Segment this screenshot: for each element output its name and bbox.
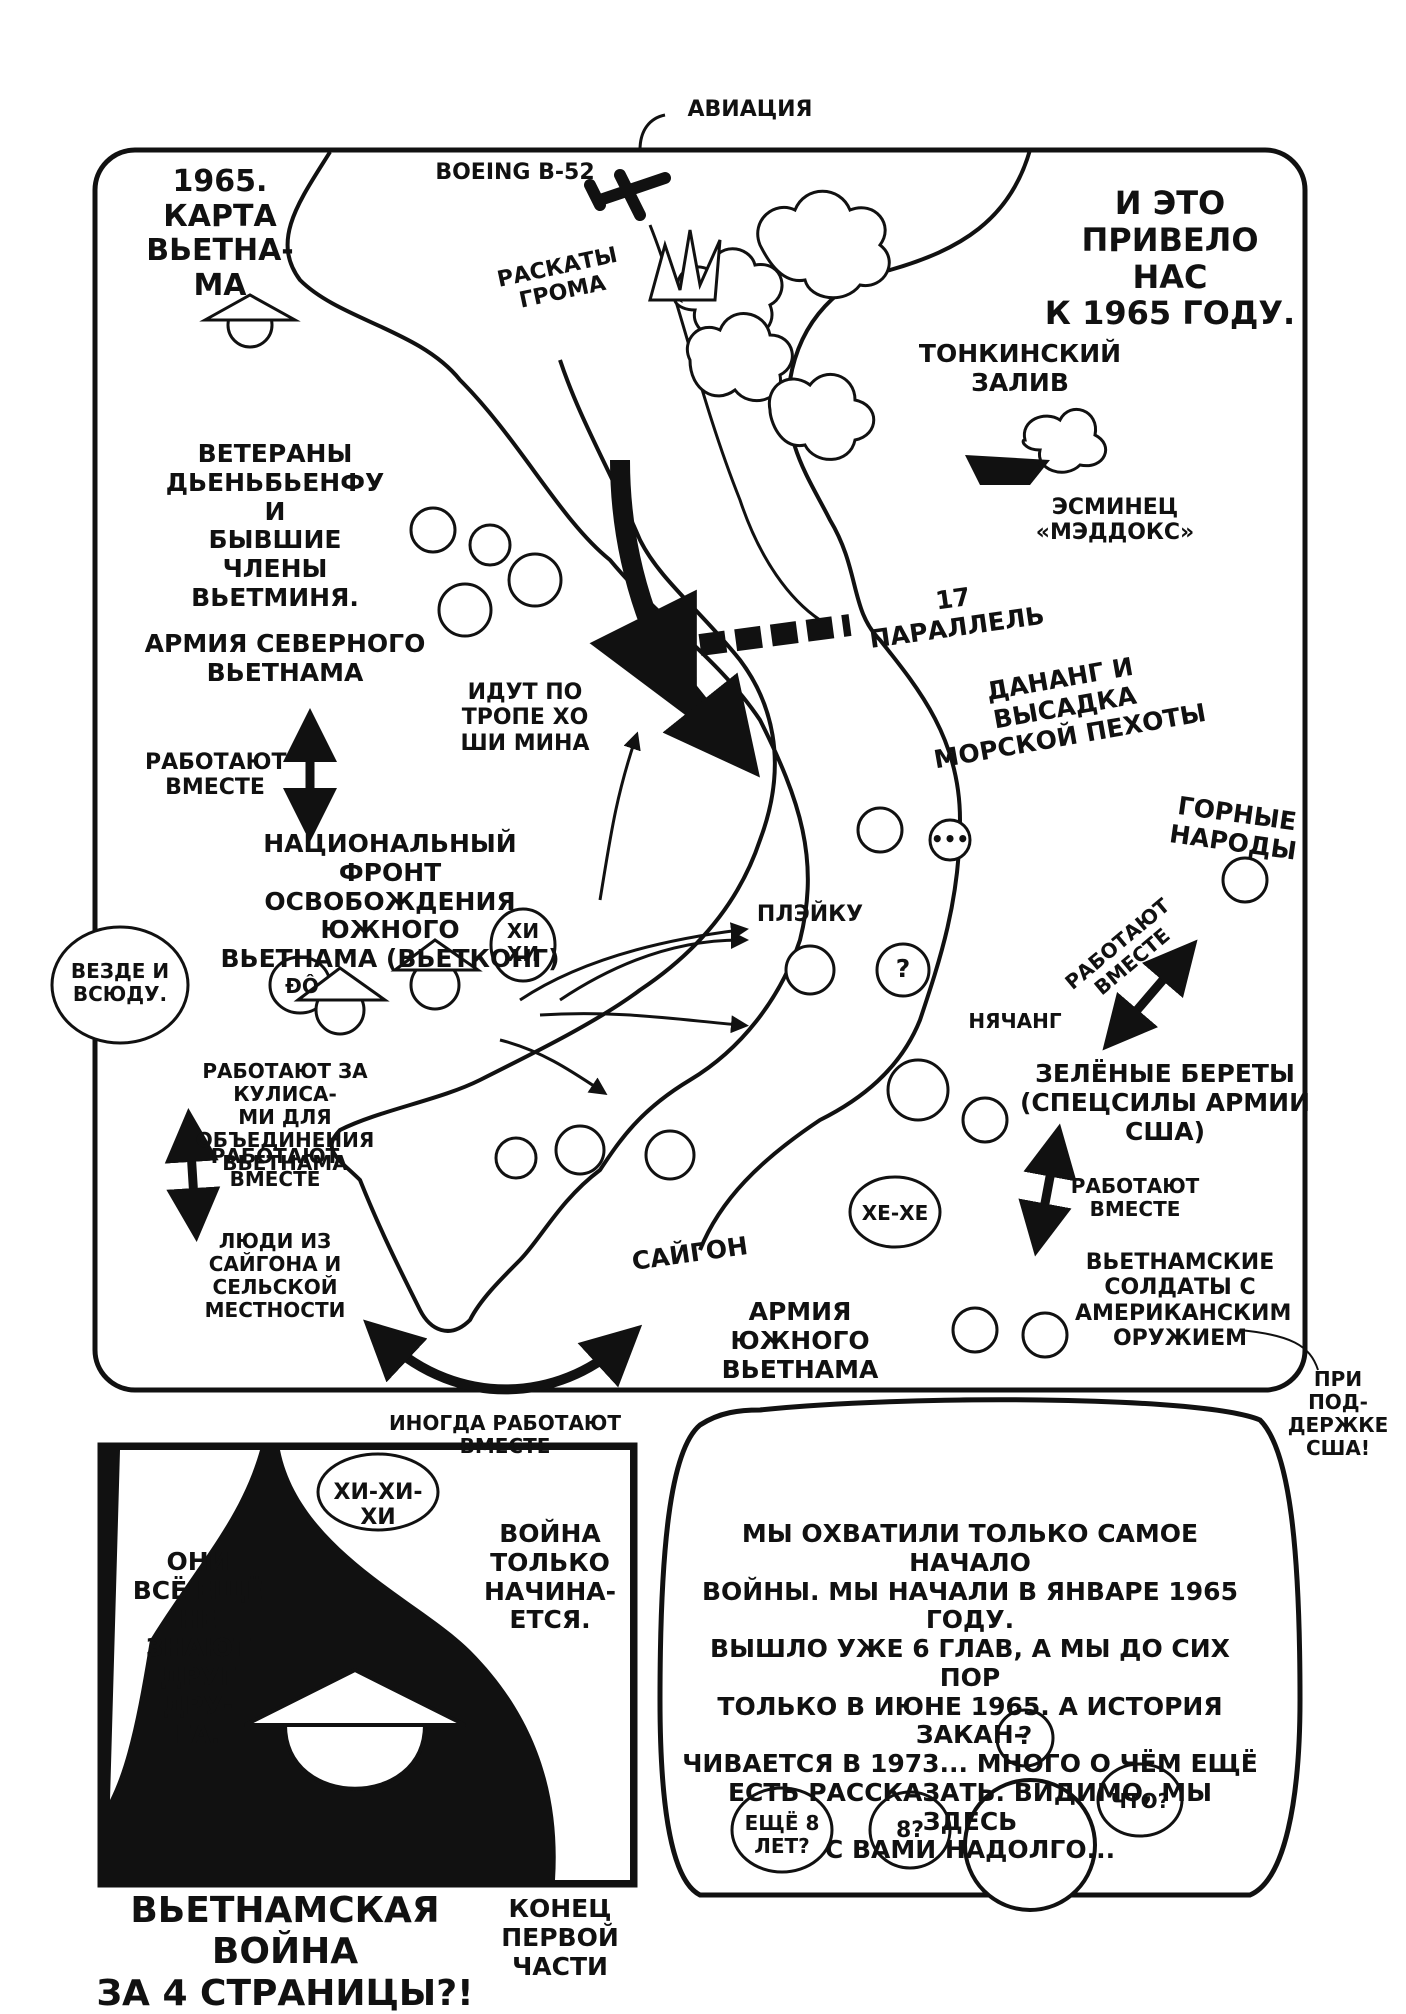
eight-years-label: ЕЩЁ 8 ЛЕТ? [744, 1811, 820, 1858]
double-arrow-right-2 [1018, 1123, 1077, 1257]
gulf-label: ТОНКИНСКИЙ ЗАЛИВ [918, 339, 1122, 397]
what-label: ЧТО? [1110, 1789, 1170, 1813]
trail-label: ИДУТ ПО ТРОПЕ ХО ШИ МИНА [460, 680, 590, 756]
question-mark: ? [895, 954, 911, 983]
narration-text: МЫ ОХВАТИЛИ ТОЛЬКО САМОЕ НАЧАЛО ВОЙНЫ. М… [682, 1519, 1258, 1865]
trail-arrow-pleiku-2 [519, 922, 749, 1002]
trail-arrow-pleiku [559, 931, 749, 1002]
trail-arrow-up [598, 731, 641, 901]
aviation-pointer [638, 113, 666, 151]
people-label: ЛЮДИ ИЗ САЙГОНА И СЕЛЬСКОЙ МЕСТНОСТИ [204, 1229, 346, 1322]
intro-text: И ЭТО ПРИВЕЛО НАС К 1965 ГОДУ. [1044, 184, 1296, 333]
trail-arrow-east [539, 1012, 749, 1034]
eight-years-bubble [730, 1786, 834, 1874]
us-support-label: ПРИ ПОД- ДЕРЖКЕ США! [1287, 1367, 1389, 1460]
north-army-label: АРМИЯ СЕВЕРНОГО ВЬЕТНАМА [144, 629, 426, 687]
double-arrow-left-2 [164, 1108, 221, 1242]
behind-scenes-label: РАБОТАЮТ ЗА КУЛИСА- МИ ДЛЯ ОБЪЕДИНЕНИЯ В… [195, 1059, 375, 1175]
green-berets-label: ЗЕЛЁНЫЕ БЕРЕТЫ (СПЕЦСИЛЫ АРМИИ США) [1020, 1059, 1311, 1146]
question-bubble [875, 942, 931, 998]
destroyer-label: ЭСМИНЕЦ «МЭДДОКС» [1035, 495, 1195, 546]
double-arrow-bottom [363, 1319, 643, 1395]
work-together-label-right2: РАБОТАЮТ ВМЕСТЕ [1070, 1174, 1200, 1221]
map-characters [226, 301, 1269, 1359]
airplane-icon [584, 169, 671, 221]
dont-know-label: ОНИ ВСЁ ЕЩЁ НЕ ЗНАЮТ ДРУГ ДРУ- ГА. [132, 1547, 264, 1749]
trail-arrow-down [499, 1038, 608, 1095]
hehe-label: ХЕ-ХЕ [861, 1201, 929, 1225]
work-together-label-2: РАБОТАЮТ ВМЕСТЕ [210, 1144, 340, 1191]
veterans-label: ВЕТЕРАНЫ ДЬЕНЬБЬЕНФУ И БЫВШИЕ ЧЛЕНЫ ВЬЕТ… [165, 439, 385, 612]
hihihi-label: ХИ-ХИ-ХИ [333, 1480, 423, 1531]
everywhere-bubble [50, 925, 190, 1045]
do-label: ĐÔ [285, 974, 319, 998]
eight-label: 8? [895, 1818, 925, 1843]
sometimes-label: ИНОГДА РАБОТАЮТ ВМЕСТЕ [388, 1411, 622, 1458]
dots-bubble [928, 818, 972, 862]
chibi-head [963, 1778, 1097, 1912]
south-arrow-2 [662, 672, 760, 778]
vietnam-map-outline [285, 150, 810, 1333]
chibi-question-bubble [995, 1708, 1055, 1768]
work-together-label-1: РАБОТАЮТ ВМЕСТЕ [145, 750, 287, 801]
dots-label: ••• [930, 827, 970, 851]
aviation-label: АВИАЦИЯ [687, 97, 813, 122]
double-arrow-right-1 [1102, 939, 1198, 1051]
nhatrang-label: НЯЧАНГ [968, 1009, 1062, 1033]
left-panel-light-area [110, 1450, 630, 1880]
hehe-bubble [848, 1175, 942, 1249]
pleiku-label: ПЛЭЙКУ [756, 902, 864, 927]
war-begins-label: ВОЙНА ТОЛЬКО НАЧИНА- ЕТСЯ. [483, 1519, 617, 1635]
parallel-17-line [698, 614, 852, 656]
south-army-label: АРМИЯ ЮЖНОГО ВЬЕТНАМА [721, 1297, 879, 1384]
conical-hats [199, 293, 483, 1002]
big-title: ВЬЕТНАМСКАЯ ВОЙНА ЗА 4 СТРАНИЦЫ?! [96, 1890, 474, 2014]
dollar-bubble [494, 1136, 538, 1180]
north-to-south-arrow [589, 459, 697, 724]
hihihi-bubble [316, 1452, 440, 1532]
nlf-label: НАЦИОНАЛЬНЫЙ ФРОНТ ОСВОБОЖДЕНИЯ ЮЖНОГО В… [220, 829, 560, 973]
boeing-label: BOEING B-52 [435, 160, 595, 185]
map-panel-frame [92, 147, 1308, 1393]
hihi-bubble [489, 907, 557, 983]
girl-face [282, 1723, 428, 1791]
spiky-explosion [648, 229, 722, 302]
ship-icon [965, 455, 1050, 485]
map-title: 1965. КАРТА ВЬЕТНА- МА [146, 164, 294, 303]
end-part-label: КОНЕЦ ПЕРВОЙ ЧАСТИ [501, 1894, 619, 1981]
everywhere-label: ВЕЗДЕ И ВСЮДУ. [70, 959, 170, 1006]
what-bubble [1096, 1762, 1184, 1838]
hihi-label: ХИ ХИ [506, 919, 540, 966]
viet-soldiers-label: ВЬЕТНАМСКИЕ СОЛДАТЫ С АМЕРИКАНСКИМ ОРУЖИ… [1075, 1250, 1292, 1351]
us-support-pointer [1239, 1329, 1319, 1371]
eight-bubble [868, 1790, 952, 1870]
chibi-question: ? [1017, 1721, 1033, 1750]
